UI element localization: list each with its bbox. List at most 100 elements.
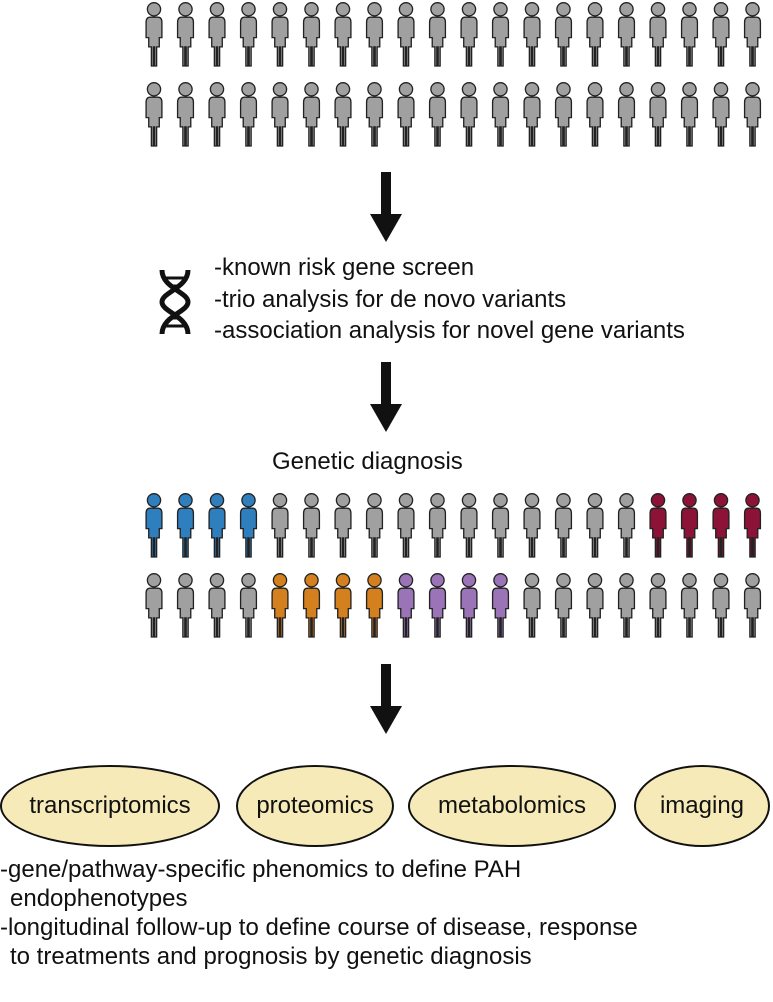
person-icon [428, 573, 447, 639]
person-icon [428, 82, 447, 148]
person-icon [491, 2, 510, 68]
person-icon [586, 2, 604, 68]
person-icon [491, 573, 510, 639]
person-icon [365, 493, 384, 559]
person-icon [365, 2, 384, 68]
person-icon [460, 82, 478, 148]
person-icon [428, 2, 447, 68]
note-line: -gene/pathway-specific phenomics to defi… [0, 856, 522, 883]
person-icon [491, 493, 510, 559]
person-icon [176, 2, 195, 68]
person-icon [365, 82, 384, 148]
person-icon [397, 573, 415, 639]
outcome-notes: -gene/pathway-specific phenomics to defi… [0, 855, 773, 971]
person-icon [302, 2, 321, 68]
person-icon [208, 2, 226, 68]
omics-oval-imaging: imaging [634, 765, 770, 847]
note-line: endophenotypes [10, 885, 188, 912]
person-icon [460, 2, 478, 68]
down-arrow-icon [370, 172, 402, 242]
person-icon [365, 573, 384, 639]
down-arrow-icon [370, 362, 402, 432]
patient-cohort [145, 2, 762, 148]
person-icon [208, 493, 226, 559]
person-icon [334, 573, 352, 639]
person-icon [460, 493, 478, 559]
person-icon [302, 573, 321, 639]
person-icon [397, 2, 415, 68]
person-icon [491, 82, 510, 148]
person-icon [649, 2, 667, 68]
person-icon [239, 82, 258, 148]
person-icon [397, 82, 415, 148]
analysis-step: -association analysis for novel gene var… [214, 317, 685, 344]
person-icon [523, 573, 541, 639]
person-icon [617, 573, 636, 639]
person-icon [680, 493, 699, 559]
genetic-diagnosis-cohort [145, 493, 762, 639]
person-icon [271, 573, 289, 639]
person-icon [334, 82, 352, 148]
person-icon [271, 2, 289, 68]
person-icon [523, 493, 541, 559]
dna-icon [159, 269, 191, 335]
person-icon [586, 82, 604, 148]
person-icon [176, 573, 195, 639]
person-icon [271, 82, 289, 148]
person-icon [680, 82, 699, 148]
person-icon [145, 82, 163, 148]
person-icon [176, 493, 195, 559]
person-icon [649, 493, 667, 559]
person-icon [554, 493, 573, 559]
person-icon [239, 2, 258, 68]
person-icon [712, 493, 730, 559]
person-icon [239, 493, 258, 559]
person-icon [617, 2, 636, 68]
person-icon [712, 2, 730, 68]
analysis-steps: -known risk gene screen -trio analysis f… [214, 252, 685, 347]
person-icon [649, 573, 667, 639]
person-icon [554, 82, 573, 148]
omics-oval-metabolomics: metabolomics [408, 765, 616, 847]
person-icon [617, 82, 636, 148]
person-icon [145, 2, 163, 68]
note-line: -longitudinal follow-up to define course… [0, 914, 638, 941]
person-icon [145, 493, 163, 559]
person-icon [712, 82, 730, 148]
person-icon [523, 82, 541, 148]
person-icon [649, 82, 667, 148]
analysis-step: -trio analysis for de novo variants [214, 285, 567, 313]
person-icon [586, 573, 604, 639]
person-icon [743, 2, 762, 68]
omics-oval-transcriptomics: transcriptomics [0, 765, 220, 847]
person-icon [208, 82, 226, 148]
person-icon [743, 493, 762, 559]
person-icon [397, 493, 415, 559]
person-icon [460, 573, 478, 639]
down-arrow-icon [370, 664, 402, 734]
person-icon [554, 573, 573, 639]
analysis-step: -known risk gene screen [214, 254, 475, 281]
person-icon [680, 2, 699, 68]
person-icon [302, 82, 321, 148]
person-icon [743, 573, 762, 639]
person-icon [712, 573, 730, 639]
person-icon [334, 493, 352, 559]
person-icon [428, 493, 447, 559]
person-icon [145, 573, 163, 639]
person-icon [208, 573, 226, 639]
person-icon [176, 82, 195, 148]
person-icon [239, 573, 258, 639]
person-icon [586, 493, 604, 559]
person-icon [271, 493, 289, 559]
person-icon [302, 493, 321, 559]
person-icon [554, 2, 573, 68]
person-icon [617, 493, 636, 559]
person-icon [334, 2, 352, 68]
person-icon [523, 2, 541, 68]
note-line: to treatments and prognosis by genetic d… [10, 943, 532, 970]
person-icon [680, 573, 699, 639]
omics-oval-proteomics: proteomics [236, 765, 394, 847]
genetic-diagnosis-title: Genetic diagnosis [272, 448, 463, 475]
